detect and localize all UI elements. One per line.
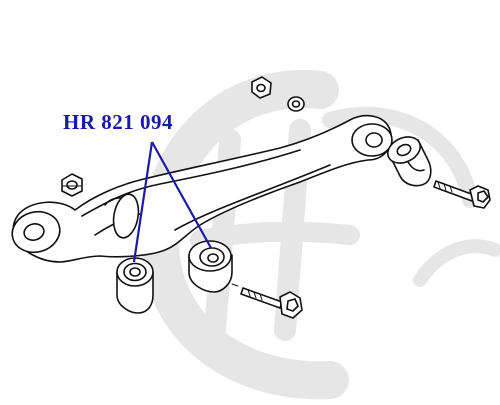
bushing-rear (188, 240, 233, 293)
control-arm (11, 114, 393, 263)
part-number-label: HR 821 094 (63, 110, 173, 134)
nut-top (251, 76, 272, 99)
washer-top (287, 96, 305, 112)
leader-line-rear (151, 141, 212, 249)
nut-left (61, 173, 83, 197)
bushing-front (116, 257, 154, 314)
bolt-right (433, 180, 491, 209)
leader-lines (132, 141, 212, 263)
bushing-right (386, 136, 432, 187)
leader-line-front (132, 141, 154, 263)
bolt-bottom (231, 283, 303, 319)
